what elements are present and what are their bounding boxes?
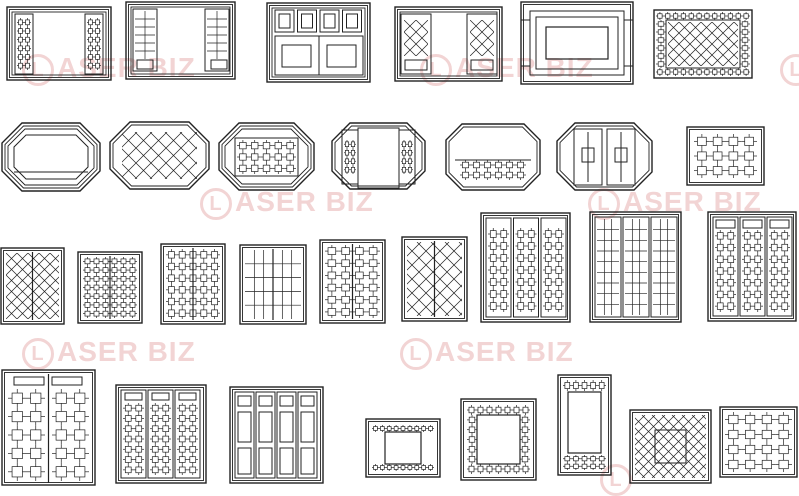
lattice-window-1-4 bbox=[394, 6, 503, 82]
lattice-window-3-2 bbox=[77, 251, 143, 324]
lattice-window-2-4 bbox=[331, 122, 426, 190]
lattice-window-3-5 bbox=[319, 239, 386, 324]
lattice-window-1-2 bbox=[125, 1, 236, 80]
lattice-window-4-1 bbox=[1, 369, 96, 486]
lattice-window-1-1 bbox=[6, 6, 112, 81]
lattice-window-3-7 bbox=[480, 212, 571, 323]
lattice-window-2-1 bbox=[1, 122, 101, 192]
lattice-window-3-1 bbox=[0, 247, 65, 325]
lattice-window-collection bbox=[0, 1, 798, 486]
lattice-window-4-6 bbox=[557, 374, 612, 476]
lattice-window-3-6 bbox=[401, 236, 468, 322]
lattice-window-4-4 bbox=[365, 418, 441, 478]
lattice-window-1-5 bbox=[520, 1, 634, 85]
lattice-window-1-6 bbox=[653, 9, 753, 79]
lattice-window-2-6 bbox=[556, 122, 653, 191]
lattice-window-2-2 bbox=[109, 121, 210, 190]
lattice-window-2-5 bbox=[445, 123, 541, 191]
lattice-window-2-3 bbox=[218, 122, 315, 191]
lattice-window-4-7 bbox=[629, 409, 712, 484]
lattice-window-3-8 bbox=[589, 211, 682, 323]
lattice-window-2-7 bbox=[686, 126, 765, 186]
lattice-window-3-3 bbox=[160, 243, 226, 325]
lattice-window-1-3 bbox=[266, 2, 371, 83]
lattice-window-4-5 bbox=[460, 398, 537, 481]
lattice-window-4-2 bbox=[115, 384, 207, 484]
lattice-window-4-3 bbox=[229, 386, 324, 484]
lattice-window-3-4 bbox=[239, 244, 307, 325]
lattice-window-3-9 bbox=[707, 211, 797, 322]
lattice-window-4-8 bbox=[719, 406, 798, 478]
